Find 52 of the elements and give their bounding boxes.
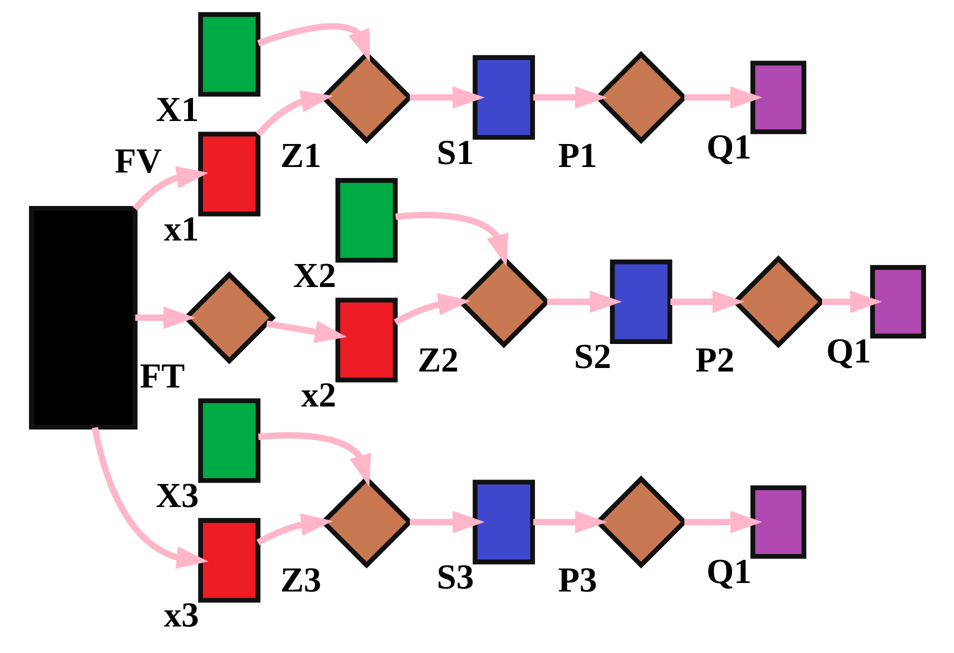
node-label: Z1 bbox=[280, 136, 321, 176]
arrow bbox=[684, 510, 762, 534]
node-label: Q1 bbox=[826, 332, 871, 371]
arrow bbox=[684, 86, 762, 109]
arrow bbox=[134, 306, 195, 329]
node-box bbox=[750, 60, 806, 134]
node-label: x3 bbox=[163, 596, 198, 635]
arrow bbox=[255, 90, 332, 137]
arrow bbox=[409, 510, 484, 534]
node-box bbox=[609, 259, 672, 344]
node-box bbox=[472, 55, 534, 140]
arrow bbox=[256, 23, 370, 62]
node-box bbox=[198, 398, 260, 483]
node-box bbox=[472, 480, 534, 564]
node-label: x2 bbox=[300, 375, 336, 414]
node-box bbox=[198, 12, 260, 97]
arrow bbox=[546, 290, 622, 313]
arrow bbox=[822, 290, 882, 313]
arrow bbox=[409, 86, 484, 109]
node-box bbox=[198, 132, 260, 216]
node-label: X2 bbox=[292, 256, 336, 295]
edge-label: FV bbox=[114, 142, 162, 181]
node-box bbox=[198, 518, 260, 603]
node-label: S3 bbox=[436, 557, 474, 596]
arrow bbox=[670, 290, 744, 313]
node-label: FT bbox=[139, 356, 184, 396]
arrow bbox=[91, 427, 208, 569]
arrow bbox=[256, 513, 333, 546]
arrow bbox=[393, 293, 470, 326]
arrow bbox=[266, 320, 346, 343]
node-label: Q1 bbox=[706, 127, 751, 166]
arrow bbox=[132, 166, 208, 211]
node-label: Z3 bbox=[280, 560, 321, 600]
node-label: P2 bbox=[694, 340, 734, 380]
arrow bbox=[532, 86, 607, 109]
node-label: P3 bbox=[558, 560, 597, 600]
node-label: X1 bbox=[155, 90, 198, 129]
node-label: S1 bbox=[436, 132, 474, 172]
node-box bbox=[750, 485, 806, 559]
node-label: Q1 bbox=[706, 552, 751, 591]
node-box bbox=[334, 178, 398, 263]
node-label: Z2 bbox=[417, 340, 458, 380]
node-label: X3 bbox=[155, 476, 198, 516]
node-label: S2 bbox=[574, 337, 611, 376]
node-label: x1 bbox=[163, 209, 198, 248]
node-box bbox=[28, 206, 138, 430]
arrow bbox=[258, 432, 371, 487]
arrow bbox=[532, 510, 607, 534]
node-box bbox=[334, 298, 398, 382]
node-label: P1 bbox=[558, 136, 597, 176]
arrow bbox=[394, 212, 508, 266]
node-box bbox=[870, 265, 926, 338]
